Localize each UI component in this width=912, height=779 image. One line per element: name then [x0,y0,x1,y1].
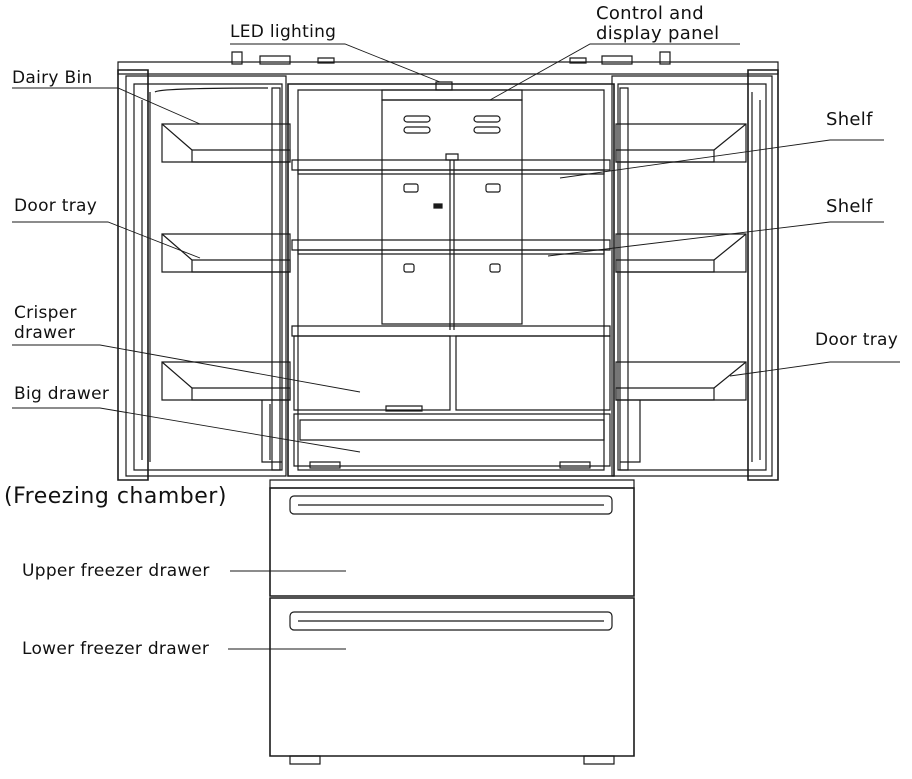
freezer-section [270,480,634,764]
leader-crisper [12,345,360,392]
right-upper-door-tray [616,124,746,162]
leader-control-panel [490,44,740,100]
right-lower-door-tray [616,362,746,400]
leader-big-drawer [12,408,360,452]
label-shelf-lower: Shelf [826,196,873,217]
crisper-drawers [292,326,610,411]
label-dairy-bin: Dairy Bin [12,68,93,88]
left-dairy-bin [162,124,290,162]
right-door [612,70,778,480]
label-control-panel-1: Control and [596,3,704,24]
lower-freezer-drawer [270,598,634,764]
middle-shelf [292,240,610,254]
left-door [118,70,290,480]
label-shelf-upper: Shelf [826,109,873,130]
label-freezing-chamber: (Freezing chamber) [4,484,227,509]
leader-led-lighting [230,44,440,82]
upper-shelf [292,154,610,174]
leader-lines [12,44,900,649]
cabinet-top [118,52,778,74]
big-drawer [294,414,610,468]
label-door-tray-right: Door tray [815,330,899,350]
label-led-lighting: LED lighting [230,22,337,42]
leader-shelf-lower [548,222,884,256]
right-middle-door-tray [616,234,746,272]
left-lower-door-tray [162,362,290,400]
upper-freezer-drawer [270,488,634,596]
label-lower-freezer-drawer: Lower freezer drawer [22,639,210,659]
label-door-tray-left: Door tray [14,196,98,216]
label-control-panel-2: display panel [596,23,720,44]
left-door-tray [162,234,290,272]
label-crisper-2: drawer [14,323,76,343]
label-crisper-1: Crisper [14,303,77,323]
leader-door-tray-right [730,362,900,376]
leader-door-tray-left [12,222,200,258]
leader-shelf-upper [560,140,884,178]
label-upper-freezer-drawer: Upper freezer drawer [22,561,210,581]
fresh-food-compartment [288,82,614,476]
leader-dairy-bin [12,88,200,124]
label-big-drawer: Big drawer [14,384,110,404]
